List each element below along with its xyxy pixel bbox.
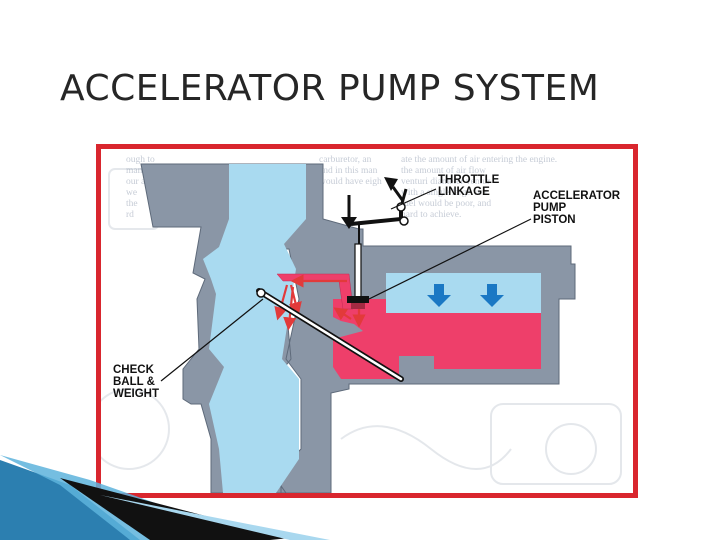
callout-leaders [160, 188, 532, 382]
fuel-bowl-wall-block [399, 356, 434, 376]
background-text-col2: carburetor, an and in this man would hav… [319, 155, 382, 187]
slide-corner-decoration [0, 455, 330, 540]
fuel-bowl [333, 313, 541, 379]
check-ball-weight [256, 288, 404, 382]
check-ball-weight-label: CHECK BALL & WEIGHT [113, 364, 159, 400]
pump-illustration [101, 163, 622, 493]
down-arrow-icon [341, 195, 357, 229]
accelerator-pump-piston-label: ACCELERATOR PUMP PISTON [533, 190, 621, 226]
background-sketch [101, 168, 622, 485]
background-text-col3: ate the amount of air entering the engin… [401, 155, 558, 220]
throttle-linkage-label: THROTTLE LINKAGE [438, 174, 500, 198]
fuel-bowl-air-space [386, 273, 541, 313]
slide-title: ACCELERATOR PUMP SYSTEM [60, 68, 600, 109]
venturi-air-passage [161, 164, 306, 493]
fuel-flow-arrow-icon [274, 274, 366, 331]
throttle-arrow-icon [384, 177, 405, 202]
accelerator-pump-diagram: ough to many pr our an we the rd carbure… [96, 144, 638, 498]
pressure-arrow-icon [427, 284, 504, 307]
